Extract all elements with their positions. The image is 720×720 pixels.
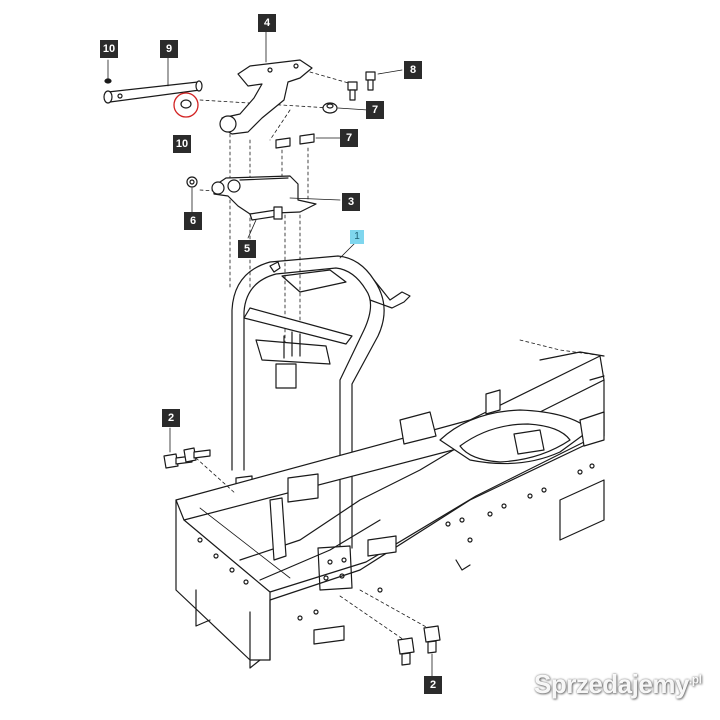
callout-9: 9: [160, 40, 178, 58]
callout-7: 7: [340, 129, 358, 147]
watermark: Sprzedajemy.pl: [534, 669, 702, 700]
callout-4: 4: [258, 14, 276, 32]
frame-bolt-bottom-part: [339, 589, 441, 677]
watermark-text: Sprzedajemy: [534, 669, 689, 699]
callout-8: 8: [404, 61, 422, 79]
callout-2: 2: [162, 409, 180, 427]
clip-pin-part: [104, 59, 192, 109]
highlight-circle: [173, 92, 199, 118]
upper-bracket-part: [219, 21, 313, 135]
callout-7: 7: [366, 101, 384, 119]
bolt-part: [347, 69, 403, 101]
callout-10: 10: [173, 135, 191, 153]
lock-nut-part: [186, 176, 198, 213]
callout-10: 10: [100, 40, 118, 58]
callout-2: 2: [424, 676, 442, 694]
hinge-block-part: [211, 175, 341, 215]
chassis-frame-part: [175, 339, 605, 669]
callout-5: 5: [238, 240, 256, 258]
callout-3: 3: [342, 193, 360, 211]
nut-part: [275, 102, 369, 149]
hex-bolt-part: [247, 206, 283, 239]
callout-6: 6: [184, 212, 202, 230]
callout-1: 1: [350, 230, 364, 244]
pivot-rod-part: [103, 57, 203, 104]
watermark-tld: .pl: [688, 672, 702, 687]
frame-bolt-left-part: [163, 427, 237, 495]
